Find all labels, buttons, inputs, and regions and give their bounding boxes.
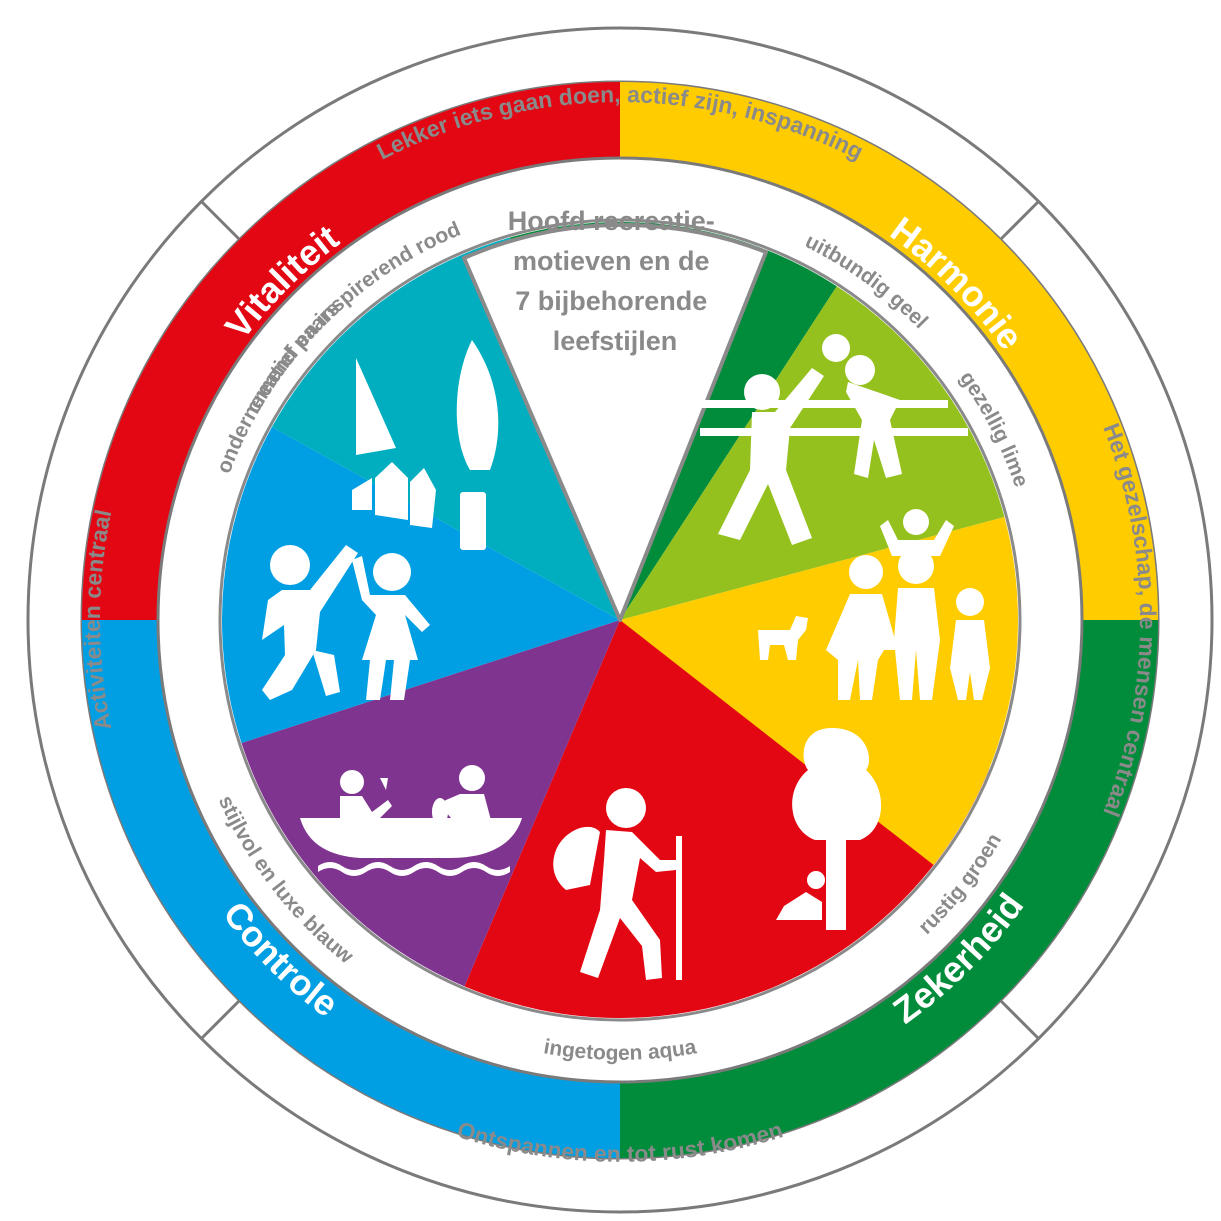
center-line-2: motieven en de bbox=[513, 246, 710, 276]
center-line-3: 7 bijbehorende bbox=[515, 286, 707, 316]
slice-paars bbox=[241, 620, 621, 987]
tree-reading-person-icon bbox=[776, 728, 882, 930]
family-with-dog-icon bbox=[758, 509, 990, 700]
center-title: Hoofd recreatie- motieven en de 7 bijbeh… bbox=[508, 206, 723, 356]
painting-brush-icon bbox=[352, 340, 499, 550]
lifestyle-pie bbox=[222, 221, 1018, 1018]
slice-lime bbox=[620, 286, 1005, 620]
center-line-4: leefstijlen bbox=[553, 326, 678, 356]
outer-ring-dividers bbox=[199, 199, 1041, 1041]
volleyball-players-icon bbox=[700, 334, 968, 545]
center-wedge bbox=[462, 222, 768, 622]
boat-toast-icon bbox=[300, 765, 522, 876]
center-line-1: Hoofd recreatie- bbox=[508, 206, 715, 236]
dancing-couple-icon bbox=[262, 545, 430, 700]
hiker-icon bbox=[553, 788, 682, 980]
